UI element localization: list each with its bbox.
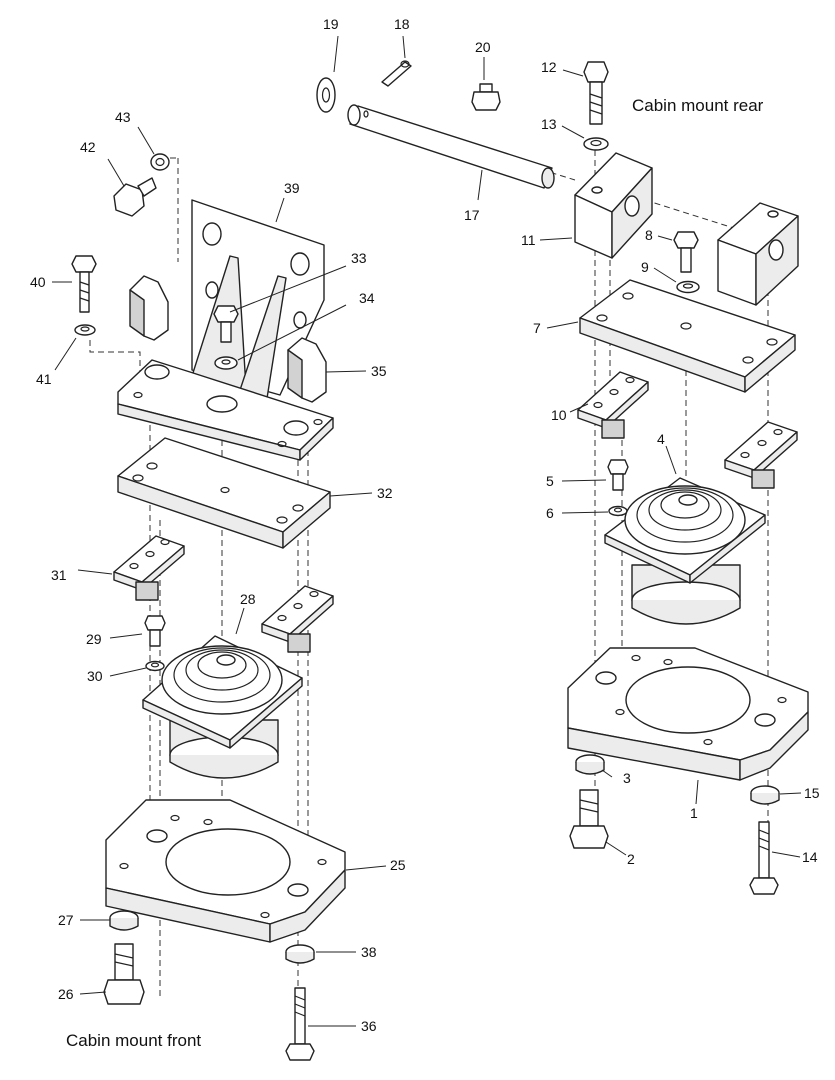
bolt-8	[673, 231, 699, 273]
plate-7	[579, 279, 796, 393]
callout-13: 13	[541, 116, 557, 132]
callout-34: 34	[359, 290, 375, 306]
callout-25: 25	[390, 857, 406, 873]
bolt-14	[749, 821, 779, 895]
mount-block-11	[574, 152, 653, 259]
bolt-2	[569, 789, 609, 849]
washer-6	[608, 505, 628, 517]
callout-18: 18	[394, 16, 410, 32]
washer-15	[750, 785, 780, 805]
callout-11: 11	[521, 232, 536, 248]
washer-43	[150, 153, 170, 171]
washer-34	[214, 356, 238, 370]
callout-20: 20	[475, 39, 491, 55]
washer-19	[316, 77, 336, 113]
callout-3: 3	[623, 770, 631, 786]
callout-15: 15	[804, 785, 820, 801]
washer-30	[145, 660, 165, 672]
spacer-10	[577, 371, 649, 439]
callout-9: 9	[641, 259, 649, 275]
callout-29: 29	[86, 631, 102, 647]
base-plate-25	[105, 799, 346, 943]
washer-9	[676, 280, 700, 294]
washer-38	[285, 944, 315, 964]
rubber-mount-4	[604, 477, 766, 625]
callout-6: 6	[546, 505, 554, 521]
cotter-pin-18	[381, 60, 412, 87]
bolt-42	[113, 177, 157, 217]
bracket-base-plate	[117, 359, 334, 461]
washer-27	[109, 910, 139, 931]
grease-nipple-20	[471, 83, 501, 111]
washer-41	[74, 324, 96, 336]
callout-19: 19	[323, 16, 339, 32]
bolt-40	[71, 255, 97, 313]
stop-block-left	[129, 275, 169, 341]
washer-3	[575, 754, 605, 775]
callout-30: 30	[87, 668, 103, 684]
callout-4: 4	[657, 431, 665, 447]
callout-39: 39	[284, 180, 300, 196]
bolt-33	[213, 305, 239, 343]
callout-10: 10	[551, 407, 567, 423]
caption-rear: Cabin mount rear	[632, 96, 764, 115]
callout-27: 27	[58, 912, 74, 928]
callout-35: 35	[371, 363, 387, 379]
callout-42: 42	[80, 139, 96, 155]
callout-31: 31	[51, 567, 67, 583]
washer-13	[583, 137, 609, 151]
callout-7: 7	[533, 320, 541, 336]
callout-17: 17	[464, 207, 480, 223]
callout-8: 8	[645, 227, 653, 243]
pin-17	[347, 104, 555, 189]
callout-labels: 19 18 20 12 13 11 17 8 9 7 10 4 5 6 3 2 …	[30, 16, 820, 1034]
bolt-5	[607, 459, 629, 491]
bolt-26	[103, 943, 145, 1005]
callout-33: 33	[351, 250, 367, 266]
caption-front: Cabin mount front	[66, 1031, 201, 1050]
base-plate-1	[567, 647, 809, 781]
callout-40: 40	[30, 274, 46, 290]
callout-26: 26	[58, 986, 74, 1002]
callout-12: 12	[541, 59, 557, 75]
callout-5: 5	[546, 473, 554, 489]
plate-32	[117, 437, 331, 549]
callout-1: 1	[690, 805, 698, 821]
bolt-29	[144, 615, 166, 647]
callout-41: 41	[36, 371, 52, 387]
callout-14: 14	[802, 849, 818, 865]
stop-block-35	[287, 337, 327, 403]
leader-lines	[52, 35, 802, 1027]
rubber-mount-28	[142, 635, 303, 779]
callout-28: 28	[240, 591, 256, 607]
spacer-31	[113, 535, 185, 601]
bracket-39	[185, 199, 325, 431]
bolt-36	[285, 987, 315, 1061]
bolt-12	[583, 61, 609, 125]
callout-36: 36	[361, 1018, 377, 1034]
spacer-center	[261, 585, 334, 653]
spacer-right	[724, 421, 798, 489]
callout-32: 32	[377, 485, 393, 501]
callout-38: 38	[361, 944, 377, 960]
callout-2: 2	[627, 851, 635, 867]
mount-block-right	[717, 202, 799, 306]
callout-43: 43	[115, 109, 131, 125]
